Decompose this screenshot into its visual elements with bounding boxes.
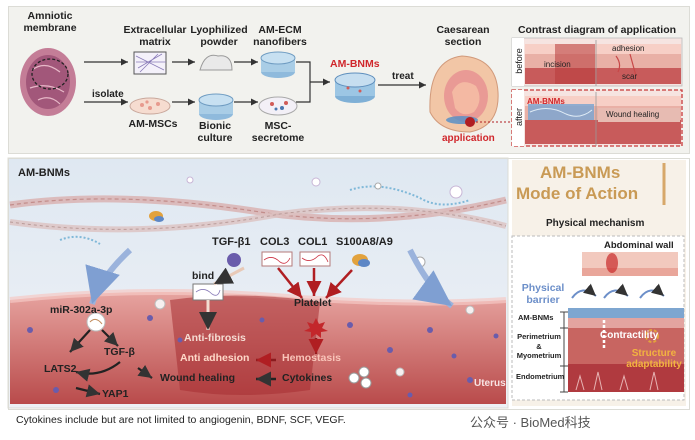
structure-label: Structure: [631, 348, 677, 359]
tgf-b-label: TGF-β: [104, 346, 135, 358]
physical-mechanism-label: Physical mechanism: [546, 218, 645, 229]
lats2-label: LATS2: [44, 363, 77, 375]
amniotic-membrane-illustration: [20, 48, 76, 116]
moa-title-line1: AM-BNMs: [540, 163, 621, 182]
platelet-icon: [304, 318, 328, 338]
am-bnms-top-label: AM-BNMs: [330, 58, 380, 70]
col3-label: COL3: [260, 236, 290, 248]
bind-label: bind: [192, 270, 215, 282]
adaptability-label: adaptability: [626, 359, 682, 370]
bionic-culture-icon: [198, 93, 234, 120]
lyophilized-powder-icon: [199, 54, 233, 71]
isolate-label: isolate: [92, 89, 124, 100]
col1-label: COL1: [298, 236, 328, 248]
incision-label: incision: [544, 60, 571, 69]
am-bnms-small-label: AM-BNMs: [527, 97, 565, 106]
caesarean-section-label: Caesarean section: [436, 24, 490, 48]
after-label: after: [514, 107, 525, 127]
myometrium-label: Myometrium: [516, 351, 562, 360]
contractility-label: Contractility: [600, 330, 659, 341]
col3-fiber-icon: [261, 251, 293, 267]
tgf-b1-label: TGF-β1: [212, 236, 251, 248]
wound-healing-label: Wound healing: [160, 372, 236, 384]
moa-am-bnms-label: AM-BNMs: [518, 313, 554, 322]
anti-fibrosis-label: Anti-fibrosis: [184, 332, 246, 344]
endometrium-label: Endometrium: [516, 372, 565, 381]
perimetrium-label: Perimetrium: [517, 332, 561, 341]
am-ecm-nanofibers-label: AM-ECM nanofibers: [253, 24, 307, 48]
before-label: before: [513, 48, 524, 74]
am-bnms-bottom-label: AM-BNMs: [18, 167, 70, 179]
mechanism-panel: [8, 158, 690, 410]
extracellular-matrix-icon: [133, 51, 167, 75]
treat-label: treat: [392, 71, 414, 82]
watermark: 公众号 · BioMed科技: [470, 415, 591, 430]
cytokines-label: Cytokines: [282, 372, 333, 384]
adhesion-label: adhesion: [612, 44, 645, 53]
anti-adhesion-label: Anti adhesion: [180, 352, 250, 364]
scar-label: scar: [622, 72, 638, 81]
am-ecm-nanofibers-icon: [260, 51, 296, 78]
am-mscs-dish-icon: [129, 97, 171, 115]
moa-title-line2: Mode of Action: [516, 184, 639, 203]
lyophilized-powder-label: Lyophilized powder: [190, 24, 248, 48]
uterus-label: Uterus: [474, 378, 506, 389]
ampersand-label: &: [536, 342, 542, 351]
platelet-label: Platelet: [294, 297, 332, 309]
amniotic-membrane-label: Amniotic membrane: [23, 10, 77, 34]
cytokines-footnote: Cytokines include but are not limited to…: [16, 414, 346, 426]
tgf-b1-molecule: [227, 253, 241, 267]
caesarean-illustration: [429, 55, 499, 133]
wound-healing-small-label: Wound healing: [606, 110, 660, 119]
mir-302a-3p-label: miR-302a-3p: [50, 304, 113, 316]
msc-secretome-label: MSC-secretome: [251, 120, 305, 144]
bionic-culture-label: Bionic culture: [197, 120, 233, 144]
am-mscs-label: AM-MSCs: [128, 118, 178, 130]
msc-secretome-icon: [258, 96, 298, 116]
yap1-label: YAP1: [102, 388, 129, 400]
s100a8-a9-label: S100A8/A9: [336, 236, 393, 248]
physical-barrier-label: Physical barrier: [521, 282, 565, 306]
extracellular-matrix-label: Extracellular matrix: [123, 24, 187, 48]
hemostasis-label: Hemostasis: [282, 352, 341, 364]
col1-fiber-icon: [299, 251, 331, 267]
application-label: application: [442, 133, 495, 144]
abdominal-wall-label: Abdominal wall: [604, 240, 674, 251]
contrast-diagram-title: Contrast diagram of application: [517, 24, 677, 36]
am-bnms-icon: [334, 72, 376, 103]
